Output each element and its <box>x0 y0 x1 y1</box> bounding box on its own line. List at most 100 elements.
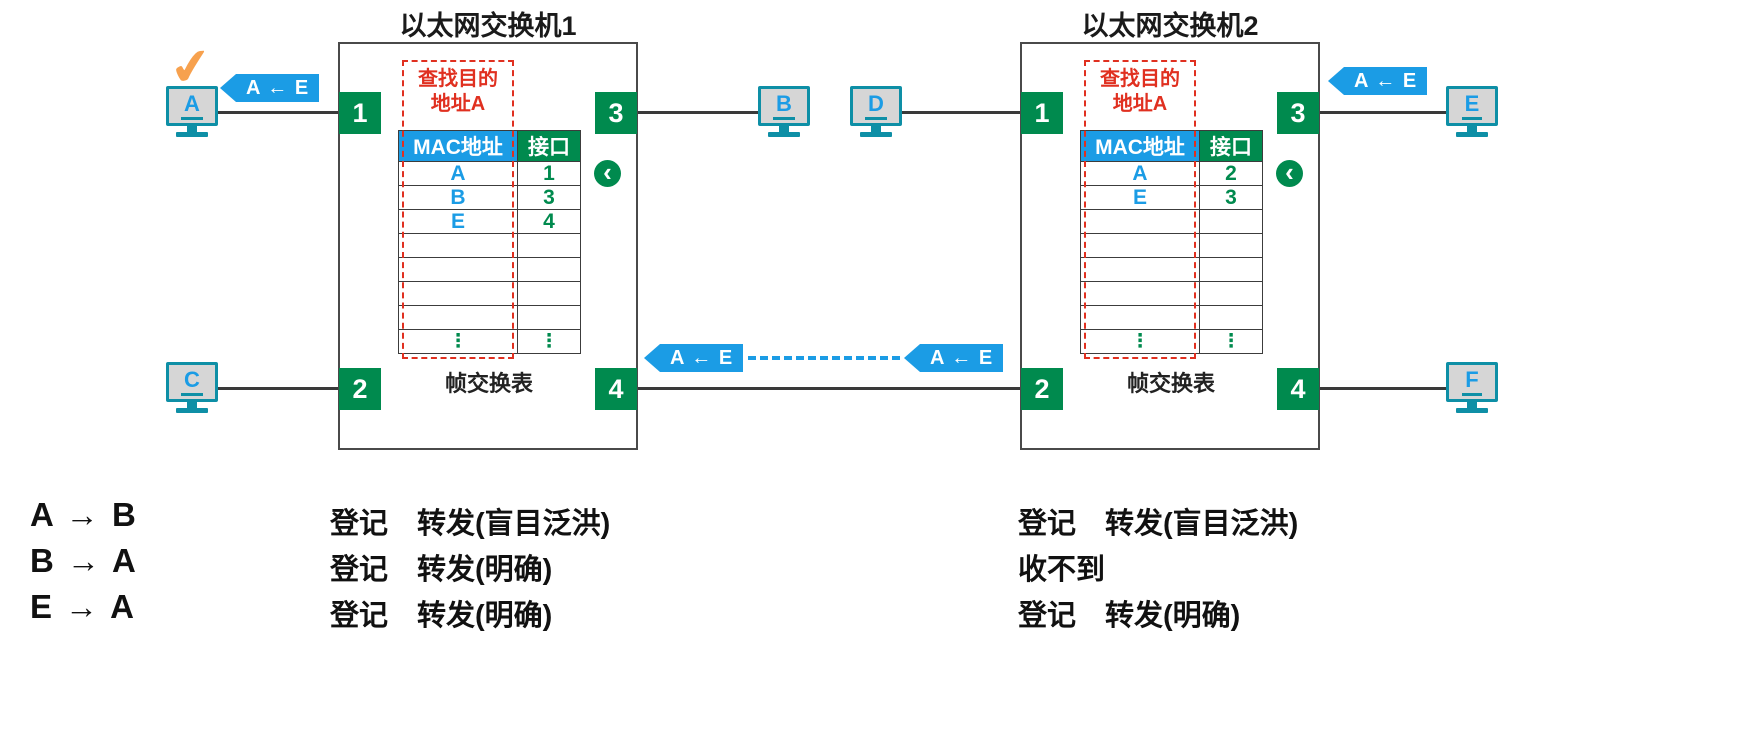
table-row <box>398 281 581 306</box>
switch2-table-caption: 帧交换表 <box>1126 371 1215 396</box>
flow-label-3: E → A <box>30 588 136 625</box>
link-sw2p3-hostE <box>1320 111 1446 114</box>
switch1-found-entry-indicator: ‹ <box>594 159 621 187</box>
monitor-base <box>860 132 892 137</box>
monitor-base <box>768 132 800 137</box>
checkmark-icon: ✔ <box>166 36 216 98</box>
table-row <box>1080 209 1263 234</box>
table-row-ellipsis: ⋮⋮ <box>398 329 581 354</box>
table-row <box>1080 257 1263 282</box>
mac-cell: B <box>398 185 518 210</box>
flow-label-1: A → B <box>30 496 138 533</box>
switch1-note-3: 登记 转发(明确) <box>330 600 553 632</box>
left-arrowhead-icon <box>220 74 236 102</box>
interface-cell: ⋮ <box>1199 329 1263 354</box>
monitor-stand <box>1467 126 1477 132</box>
monitor-icon: E <box>1446 86 1498 126</box>
table-row <box>1080 281 1263 306</box>
host-label: C <box>181 368 203 396</box>
table-row <box>1080 305 1263 330</box>
mac-cell <box>1080 257 1200 282</box>
switch2-title: 以太网交换机2 <box>1081 11 1259 41</box>
monitor-icon: A <box>166 86 218 126</box>
monitor-base <box>1456 408 1488 413</box>
interface-cell <box>517 281 581 306</box>
host-A: A <box>166 86 218 137</box>
switch2-box <box>1020 42 1320 450</box>
frame-text: A ← E <box>920 344 1004 372</box>
monitor-icon: F <box>1446 362 1498 402</box>
monitor-base <box>176 132 208 137</box>
interface-cell <box>1199 209 1263 234</box>
switch2-note-1: 登记 转发(盲目泛洪) <box>1018 508 1299 540</box>
interface-cell: 3 <box>1199 185 1263 210</box>
frame-path-dashed-line <box>748 356 900 360</box>
host-label: F <box>1462 368 1482 396</box>
interface-cell <box>517 257 581 282</box>
mac-cell <box>1080 281 1200 306</box>
mac-cell: A <box>398 161 518 186</box>
host-F: F <box>1446 362 1498 413</box>
host-label: B <box>773 92 795 120</box>
host-label: D <box>865 92 887 120</box>
mac-cell <box>398 257 518 282</box>
host-D: D <box>850 86 902 137</box>
mac-address-header: MAC地址 <box>398 130 518 162</box>
mac-cell: ⋮ <box>398 329 518 354</box>
switch2-port-1: 1 <box>1021 92 1063 134</box>
switch1-port-4: 4 <box>595 368 637 410</box>
left-arrowhead-icon <box>904 344 920 372</box>
interface-cell: 1 <box>517 161 581 186</box>
interface-header: 接口 <box>517 130 581 162</box>
monitor-base <box>176 408 208 413</box>
switch1-note-1: 登记 转发(盲目泛洪) <box>330 508 611 540</box>
mac-cell <box>1080 305 1200 330</box>
switch1-port-3: 3 <box>595 92 637 134</box>
left-arrowhead-icon <box>1328 67 1344 95</box>
switch1-port-2: 2 <box>339 368 381 410</box>
monitor-stand <box>187 126 197 132</box>
frame-label-near-A: A ← E <box>220 74 320 102</box>
host-B: B <box>758 86 810 137</box>
monitor-stand <box>779 126 789 132</box>
switch1-port-1: 1 <box>339 92 381 134</box>
mac-cell: ⋮ <box>1080 329 1200 354</box>
switch2-note-3: 登记 转发(明确) <box>1018 600 1241 632</box>
switch1-title: 以太网交换机1 <box>399 11 577 41</box>
link-sw2p4-hostF <box>1320 387 1446 390</box>
switch2-note-2: 收不到 <box>1018 554 1106 586</box>
mac-address-header: MAC地址 <box>1080 130 1200 162</box>
table-row <box>1080 233 1263 258</box>
link-sw1p4-sw2p2 <box>638 387 1020 390</box>
interface-cell <box>1199 281 1263 306</box>
mac-cell <box>1080 233 1200 258</box>
left-arrowhead-icon <box>644 344 660 372</box>
interface-cell <box>1199 257 1263 282</box>
host-label: A <box>181 92 203 120</box>
monitor-icon: B <box>758 86 810 126</box>
table-row <box>398 257 581 282</box>
mac-cell <box>398 281 518 306</box>
mac-cell: A <box>1080 161 1200 186</box>
mac-cell: E <box>1080 185 1200 210</box>
table-row <box>398 305 581 330</box>
switch2-port-4: 4 <box>1277 368 1319 410</box>
switch2-found-entry-indicator: ‹ <box>1276 159 1303 187</box>
host-C: C <box>166 362 218 413</box>
link-hostC-sw1p2 <box>212 387 338 390</box>
monitor-stand <box>871 126 881 132</box>
switch2-port-2: 2 <box>1021 368 1063 410</box>
switch2-port-3: 3 <box>1277 92 1319 134</box>
interface-cell <box>517 305 581 330</box>
interface-cell: 2 <box>1199 161 1263 186</box>
monitor-stand <box>187 402 197 408</box>
interface-header: 接口 <box>1199 130 1263 162</box>
interface-cell: 4 <box>517 209 581 234</box>
link-sw1p3-hostB <box>638 111 758 114</box>
monitor-base <box>1456 132 1488 137</box>
